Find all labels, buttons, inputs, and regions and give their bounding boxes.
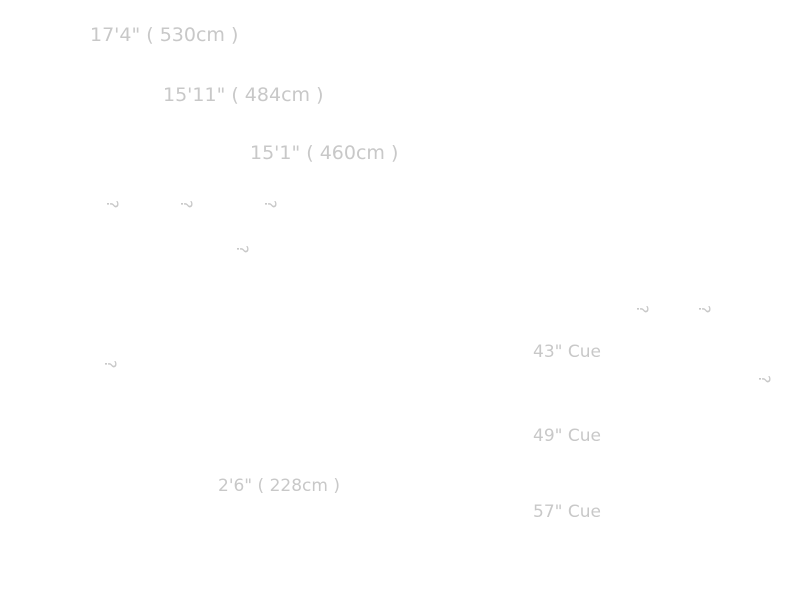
vertical-label: ? bbox=[755, 375, 774, 384]
size-label: 43" Cue bbox=[533, 342, 601, 362]
dimension-label: 2'6" ( 228cm ) bbox=[218, 476, 340, 496]
vertical-label: ? bbox=[261, 200, 280, 209]
size-label: 57" Cue bbox=[533, 502, 601, 522]
vertical-label: ? bbox=[233, 245, 252, 254]
dimension-label: 15'11" ( 484cm ) bbox=[163, 84, 324, 106]
vertical-label: ? bbox=[101, 360, 120, 369]
dimension-label: 17'4" ( 530cm ) bbox=[90, 24, 239, 46]
dimension-label: 15'1" ( 460cm ) bbox=[250, 142, 399, 164]
size-label: 49" Cue bbox=[533, 426, 601, 446]
vertical-label: ? bbox=[695, 305, 714, 314]
vertical-label: ? bbox=[177, 200, 196, 209]
vertical-label: ? bbox=[633, 305, 652, 314]
vertical-label: ? bbox=[103, 200, 122, 209]
